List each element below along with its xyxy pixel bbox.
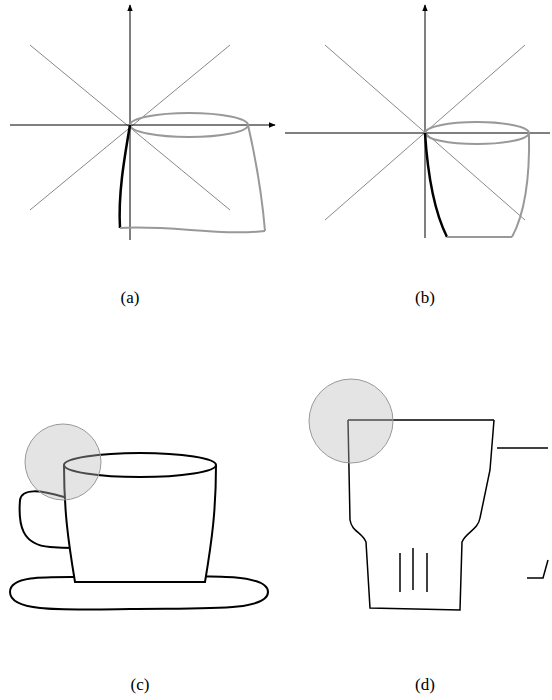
panel-c (10, 424, 268, 610)
panel-label: (a) (121, 288, 140, 308)
panel-label: (c) (131, 675, 150, 695)
panel-d (309, 379, 548, 610)
panel-a (10, 5, 275, 240)
panel-label: (d) (415, 675, 435, 695)
panel-label: (b) (415, 288, 435, 308)
panel-b (285, 5, 550, 238)
